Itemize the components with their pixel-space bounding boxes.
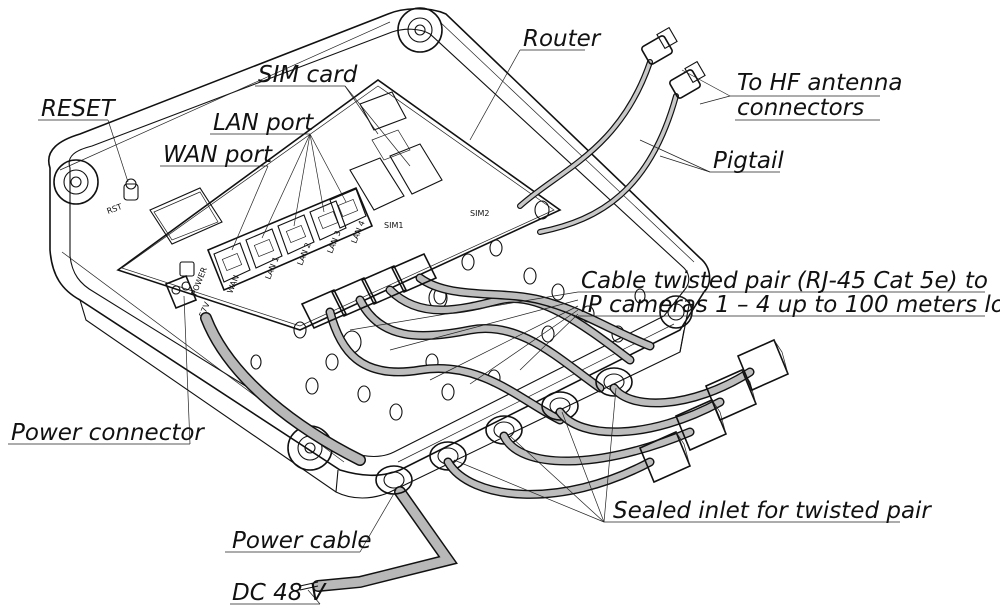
label-pigtail: Pigtail xyxy=(713,148,784,174)
hf-antenna-connector-1 xyxy=(641,26,678,65)
power-terminal-block: POWER 57V xyxy=(164,261,212,319)
callout-labels: Router SIM card To HF antenna connectors… xyxy=(11,26,1000,606)
internal-cables xyxy=(300,252,655,425)
label-power-connector: Power connector xyxy=(11,420,205,446)
label-cable-twisted-pair: Cable twisted pair (RJ-45 Cat 5e) to xyxy=(581,268,988,294)
svg-text:POWER: POWER xyxy=(190,265,210,296)
label-sim-card: SIM card xyxy=(258,62,358,88)
wan-port xyxy=(213,242,251,283)
svg-text:RST: RST xyxy=(106,202,124,216)
svg-text:LAN 2: LAN 2 xyxy=(296,241,313,266)
lan-port-4 xyxy=(329,188,367,229)
rj45-plug-4 xyxy=(736,338,790,392)
svg-text:SIM2: SIM2 xyxy=(470,209,489,218)
label-wan-port: WAN port xyxy=(163,142,273,168)
rj45-plug-2 xyxy=(674,398,728,452)
enclosure-housing xyxy=(47,7,711,499)
label-reset: RESET xyxy=(41,96,117,122)
external-cables xyxy=(443,338,790,499)
lan-port-3 xyxy=(309,200,347,241)
leader-lines xyxy=(8,49,985,605)
hf-antenna-connector-2 xyxy=(669,60,706,99)
svg-text:SIM1: SIM1 xyxy=(384,221,403,230)
label-power-cable: Power cable xyxy=(232,528,372,554)
label-lan-port: LAN port xyxy=(213,110,314,136)
rj45-plug-1 xyxy=(638,430,692,484)
corner-screw-top xyxy=(397,7,443,53)
label-to-hf-antenna: To HF antenna xyxy=(737,70,903,96)
sim-card-holder: SIM1 SIM2 xyxy=(349,91,489,230)
label-ip-cameras: IP cameras 1 – 4 up to 100 meters long xyxy=(581,292,1000,318)
corner-screw-left xyxy=(53,159,99,205)
corner-screw-right xyxy=(659,295,693,329)
label-sealed-inlet: Sealed inlet for twisted pair xyxy=(613,498,932,524)
lan-port-1 xyxy=(245,228,283,269)
svg-text:LAN 4: LAN 4 xyxy=(350,219,367,244)
power-cable xyxy=(200,312,458,592)
ethernet-port-block: WAN LAN 1 LAN 2 LAN 3 LAN 4 xyxy=(206,186,374,295)
svg-text:LAN 1: LAN 1 xyxy=(264,255,281,280)
svg-text:LAN 3: LAN 3 xyxy=(326,229,343,254)
reset-button: RST xyxy=(106,178,139,216)
label-dc-voltage: DC 48 V xyxy=(232,580,328,606)
label-router: Router xyxy=(523,26,602,52)
label-connectors: connectors xyxy=(737,95,864,121)
